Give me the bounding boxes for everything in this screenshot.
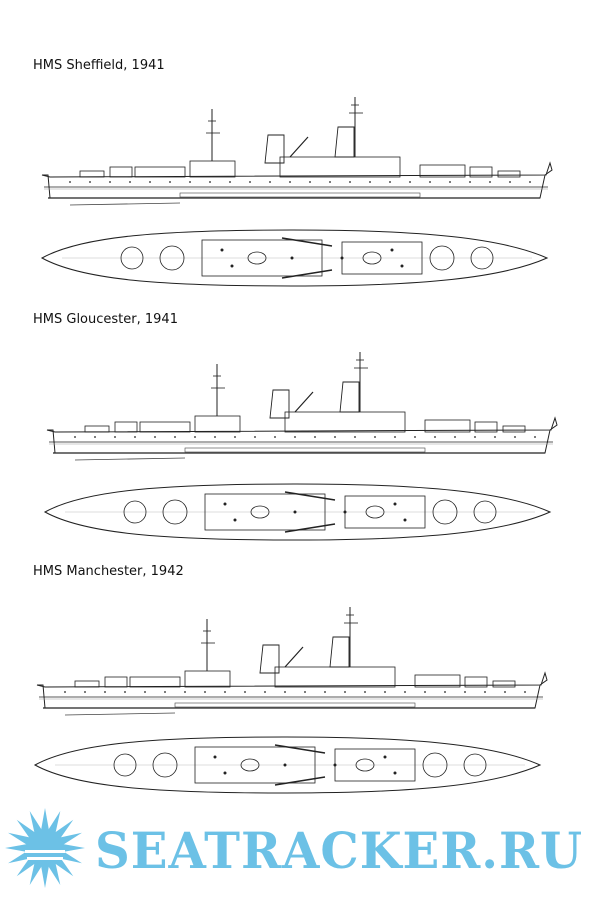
manchester-side-profile	[36, 606, 548, 716]
ship-caption-manchester: HMS Manchester, 1942	[33, 564, 184, 579]
manchester-plan-view	[34, 736, 541, 794]
seatracker-watermark: SEATRACKER.RU	[5, 808, 583, 888]
sun-logo-icon	[5, 808, 85, 888]
sheffield-plan-view	[41, 229, 548, 287]
ship-caption-sheffield: HMS Sheffield, 1941	[33, 58, 165, 73]
ship-caption-gloucester: HMS Gloucester, 1941	[33, 312, 178, 327]
sheffield-side-profile	[41, 96, 553, 206]
gloucester-side-profile	[46, 351, 558, 461]
ship-drawings	[34, 96, 558, 794]
gloucester-plan-view	[44, 483, 551, 541]
watermark-text: SEATRACKER.RU	[95, 821, 583, 880]
